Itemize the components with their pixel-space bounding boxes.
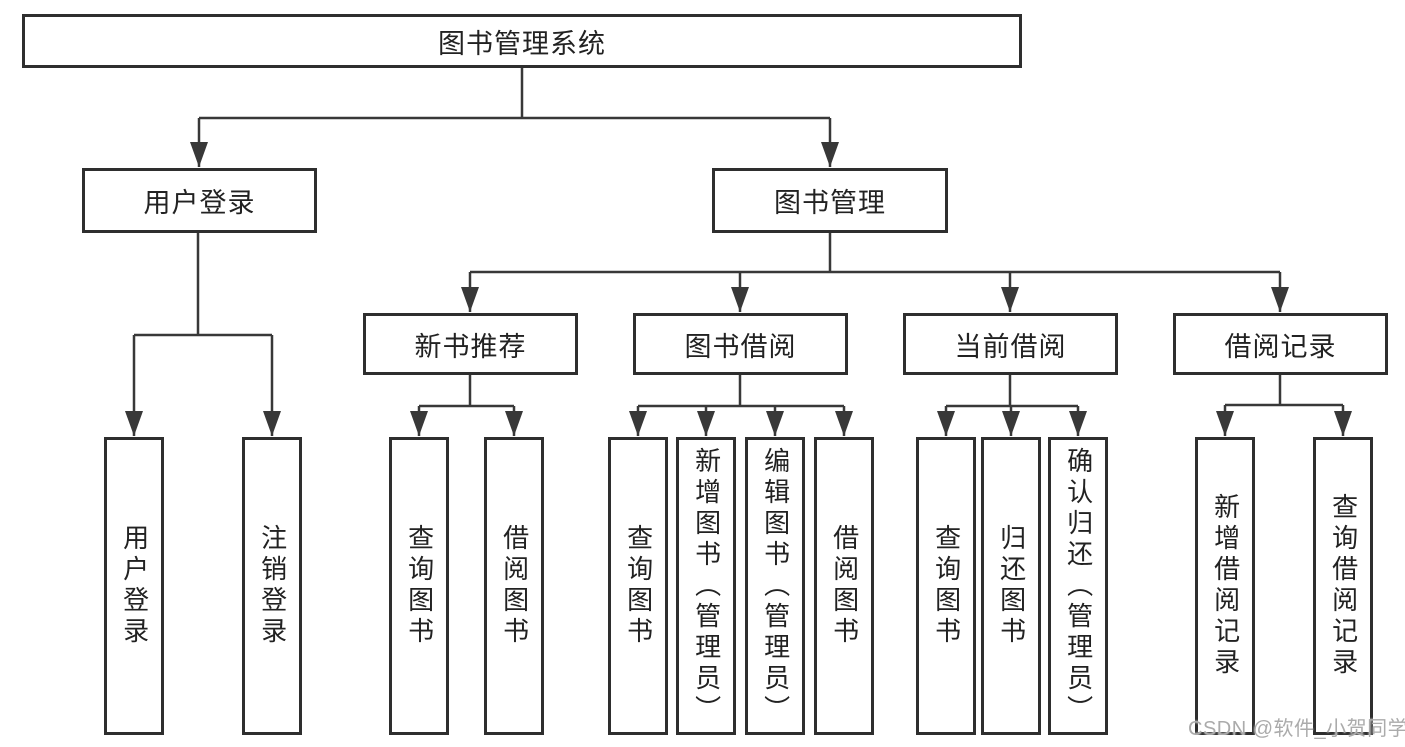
node-book-management: 图书管理	[712, 168, 948, 233]
node-label: 图书借阅	[684, 331, 797, 362]
node-new-book-recommendation: 新书推荐	[363, 313, 578, 375]
leaf-current-query-books: 查询图书	[916, 437, 976, 735]
node-label: 借阅记录	[1224, 331, 1337, 362]
node-label: 归还图书	[996, 524, 1027, 648]
node-label: 用户登录	[119, 524, 150, 648]
node-label: 查询借阅记录	[1328, 493, 1359, 679]
node-label: 确认归还（管理员）	[1063, 446, 1094, 726]
node-label: 当前借阅	[954, 331, 1067, 362]
leaf-borrowing-query-books: 查询图书	[608, 437, 668, 735]
csdn-watermark: CSDN @软件_小贺同学	[1188, 718, 1405, 740]
leaf-logout: 注销登录	[242, 437, 302, 735]
leaf-edit-books-admin: 编辑图书（管理员）	[745, 437, 805, 735]
leaf-newrec-query-books: 查询图书	[389, 437, 449, 735]
node-label: 图书管理系统	[438, 28, 606, 59]
node-current-borrowing: 当前借阅	[903, 313, 1118, 375]
leaf-borrowing-borrow-books: 借阅图书	[814, 437, 874, 735]
node-label: 新书推荐	[414, 331, 527, 362]
leaf-user-login: 用户登录	[104, 437, 164, 735]
node-label: 新增借阅记录	[1210, 493, 1241, 679]
node-user-login: 用户登录	[82, 168, 317, 233]
node-label: 注销登录	[257, 524, 288, 648]
node-label: 查询图书	[623, 524, 654, 648]
node-label: 编辑图书（管理员）	[760, 446, 791, 726]
node-label: 用户登录	[143, 188, 256, 218]
leaf-confirm-return-admin: 确认归还（管理员）	[1048, 437, 1108, 735]
leaf-newrec-borrow-books: 借阅图书	[484, 437, 544, 735]
node-label: 新增图书（管理员）	[691, 446, 722, 726]
node-label: 借阅图书	[829, 524, 860, 648]
node-borrowing-records: 借阅记录	[1173, 313, 1388, 375]
leaf-add-borrow-record: 新增借阅记录	[1195, 437, 1255, 735]
leaf-query-borrow-record: 查询借阅记录	[1313, 437, 1373, 735]
leaf-add-books-admin: 新增图书（管理员）	[676, 437, 736, 735]
leaf-return-books: 归还图书	[981, 437, 1041, 735]
node-label: 查询图书	[404, 524, 435, 648]
node-library-management-system: 图书管理系统	[22, 14, 1022, 68]
node-label: 查询图书	[931, 524, 962, 648]
node-label: 图书管理	[774, 188, 886, 218]
node-book-borrowing: 图书借阅	[633, 313, 848, 375]
node-label: 借阅图书	[499, 524, 530, 648]
